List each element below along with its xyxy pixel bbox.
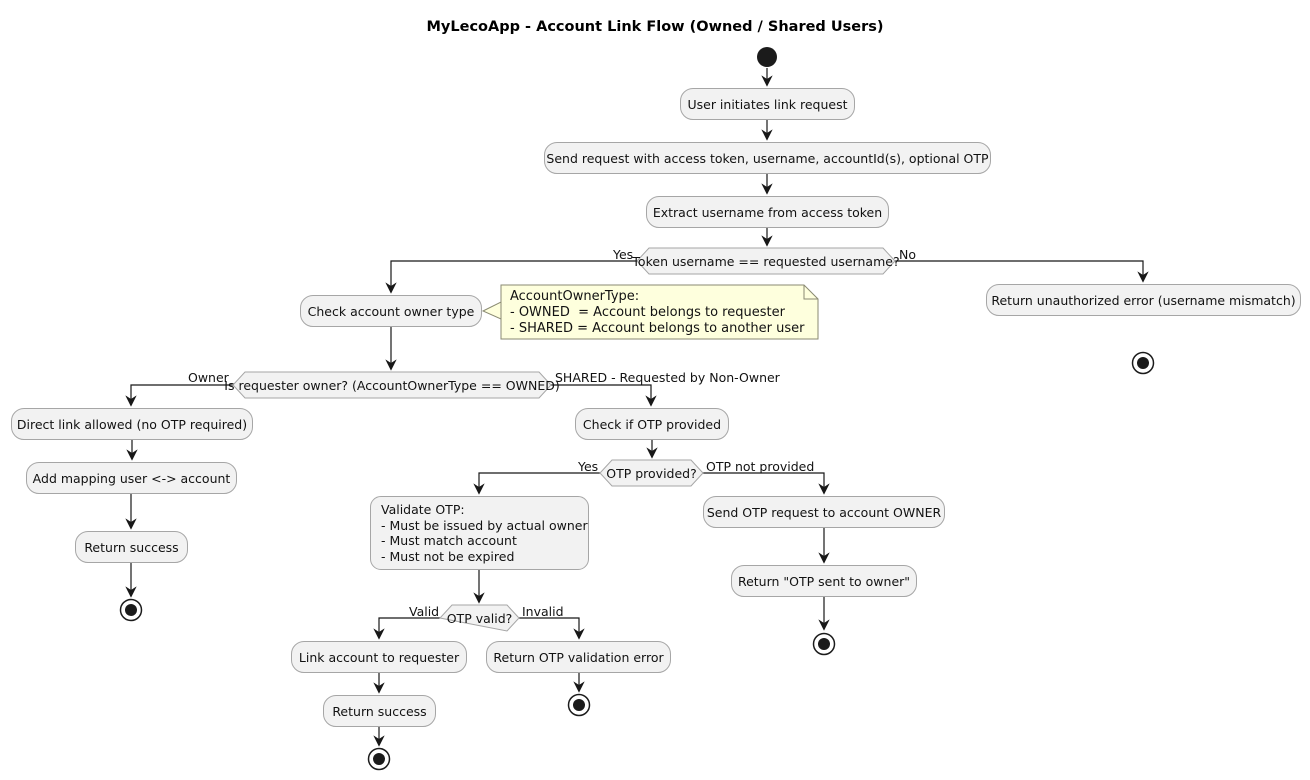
edge-label-no-username: No [899,247,916,262]
activity-validate-otp: Validate OTP: - Must be issued by actual… [370,496,589,570]
activity-send-otp-request: Send OTP request to account OWNER [703,496,945,528]
activity-return-success-owner: Return success [75,531,188,563]
edge-label-shared: SHARED - Requested by Non-Owner [555,370,780,385]
activity-link-account: Link account to requester [291,641,467,673]
validate-otp-line: - Must be issued by actual owner [381,517,588,533]
edge-label-yes-username: Yes [613,247,634,262]
edge-label-valid: Valid [409,604,440,619]
activity-check-otp: Check if OTP provided [575,408,729,440]
diagram-title: MyLecoApp - Account Link Flow (Owned / S… [426,19,884,35]
decision-otp-provided: OTP provided? [606,465,697,481]
edge-label-yes-otp: Yes [578,459,599,474]
edges [125,68,1149,747]
activity-return-otp-error: Return OTP validation error [486,641,671,673]
end-node-otp-error [567,693,591,717]
note-shape [481,284,819,340]
note-line: - SHARED = Account belongs to another us… [510,321,805,336]
edge-label-otp-not-provided: OTP not provided [706,459,815,474]
validate-otp-line: Validate OTP: [381,502,465,517]
activity-return-otp-sent: Return "OTP sent to owner" [731,565,917,597]
decision-otp-valid: OTP valid? [446,610,513,626]
decision-is-owner: Is requester owner? (AccountOwnerType ==… [224,377,560,393]
start-node [757,47,777,67]
end-node-unauthorized [1131,351,1155,375]
validate-otp-line: - Must match account [381,533,517,548]
decision-shape-otp-provided [599,459,704,487]
note-line: AccountOwnerType: [510,289,640,304]
activity-direct-link: Direct link allowed (no OTP required) [11,408,253,440]
decision-shape-username-match [636,247,896,275]
decision-shape-is-owner [232,371,552,399]
decision-username-match: Token username == requested username? [632,253,900,269]
edge-label-invalid: Invalid [522,604,564,619]
edge-label-owner: Owner [188,370,229,385]
activity-extract-username: Extract username from access token [646,196,889,228]
activity-add-mapping: Add mapping user <-> account [26,462,237,494]
note-line: - OWNED = Account belongs to requester [510,305,785,320]
validate-otp-line: - Must not be expired [381,548,515,564]
decision-shapes [232,247,896,632]
decision-shape-otp-valid [439,604,520,632]
activity-user-initiates: User initiates link request [680,88,855,120]
end-nodes [119,351,1155,771]
end-node-valid-success [367,747,391,771]
activity-send-request: Send request with access token, username… [544,142,991,174]
end-node-owner-success [119,598,143,622]
activity-return-success-valid: Return success [323,695,436,727]
activity-check-owner-type: Check account owner type [300,295,482,327]
end-node-otp-sent [812,632,836,656]
note-account-owner-type: AccountOwnerType: - OWNED = Account belo… [501,285,818,339]
activity-return-unauthorized: Return unauthorized error (username mism… [986,284,1301,316]
